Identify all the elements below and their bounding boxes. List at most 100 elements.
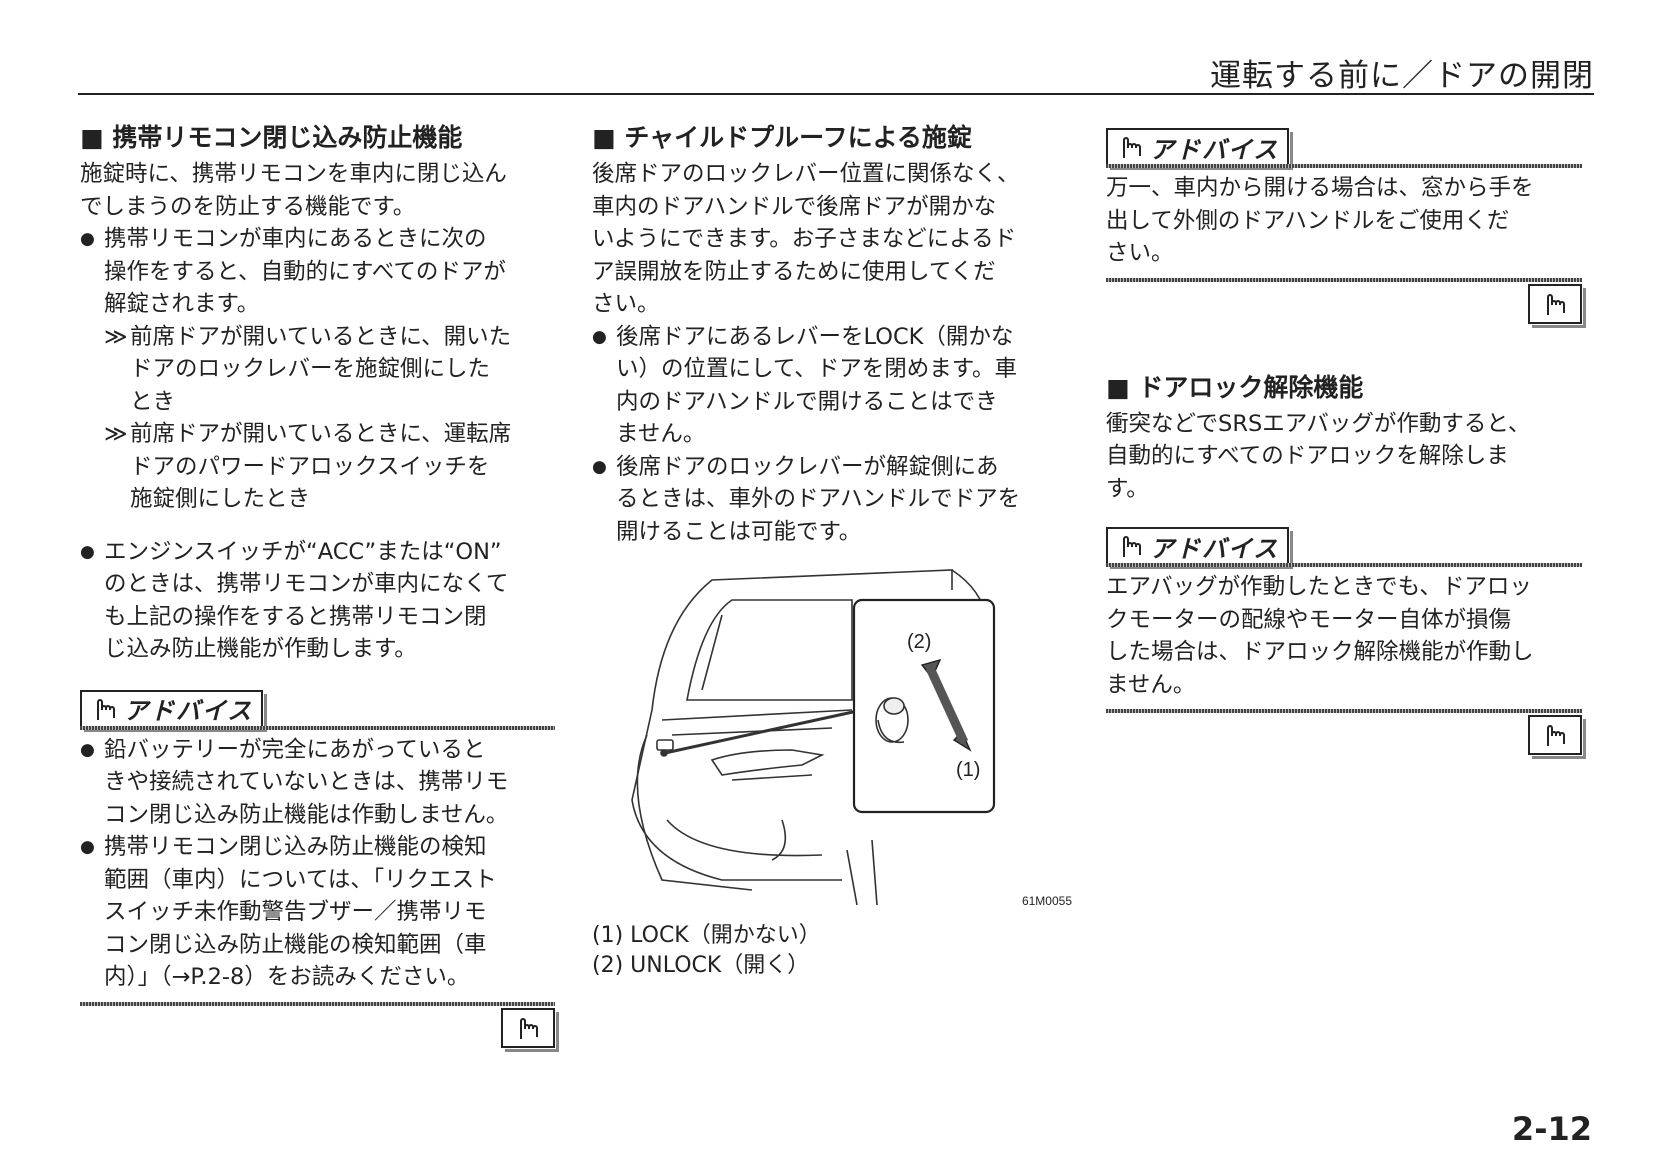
text-line: も上記の操作をすると携帯リモコン閉 [104,603,487,630]
sub-item: ≫ 前席ドアが開いているときに、開いた ドアのロックレバーを施錠側にした とき [80,321,555,419]
column-3: アドバイス 万一、車内から開ける場合は、窓から手を 出して外側のドアハンドルをご… [1106,128,1586,759]
text-line: 操作をすると、自動的にすべてのドアが [104,258,506,285]
text-line: 鉛バッテリーが完全にあがっていると [104,736,486,763]
text-line: 出して外側のドアハンドルをご使用くだ [1106,207,1510,234]
advice-end-rule [80,1001,555,1006]
text-line: い）の位置にして、ドアを閉めます。車 [616,356,1017,382]
text-line: とき [130,388,176,415]
advice-header: アドバイス [1106,128,1582,170]
text-line: るときは、車外のドアハンドルでドアを [616,486,1021,512]
advice-label: アドバイス [1150,135,1280,164]
text-line: 前席ドアが開いているときに、運転席 [130,421,512,447]
advice-end-rule [1106,277,1582,282]
advice-end-badge [1528,283,1586,328]
text-line: スイッチ未作動警告ブザー／携帯リモ [104,899,487,925]
text-line: さい。 [1106,240,1174,266]
text-line: コン閉じ込み防止機能は作動しません。 [104,801,509,828]
advice-end [1106,709,1586,759]
section-body: 施錠時に、携帯リモコンを車内に閉じ込ん でしまうのを防止する機能です。 携帯リモ… [80,158,555,666]
text-line: のときは、携帯リモコンが車内になくて [104,571,509,597]
page-number: 2-12 [1511,1110,1592,1148]
text-line: ません。 [616,421,706,447]
text-line: 内のドアハンドルで開けることはでき [616,388,998,415]
advice-end-badge [501,1007,559,1052]
text-line: エアバッグが作動したときでも、ドアロッ [1106,574,1532,600]
column-2: ■ チャイルドプルーフによる施錠 後席ドアのロックレバー位置に関係なく、 車内の… [592,118,1072,981]
bullet-item: 後席ドアのロックレバーが解錠側にあ るときは、車外のドアハンドルでドアを 開ける… [592,451,1072,549]
text-line: 範囲（車内）については、「リクエスト [104,866,497,893]
text-line: 施錠側にしたとき [130,486,311,512]
text-line: きや接続されていないときは、携帯リモ [104,769,509,795]
advice-header: アドバイス [80,689,555,732]
caption-line: (1) LOCK（開かない） [592,923,821,948]
text-line: 携帯リモコン閉じ込み防止機能の検知 [104,834,487,860]
sub-marker: ≫ [104,323,128,350]
text-line: 開けることは可能です。 [616,518,862,545]
text-line: コン閉じ込み防止機能の検知範囲（車 [104,931,487,958]
pointing-hand-icon [97,698,115,720]
advice-badge: アドバイス [1106,128,1294,170]
text-line: ドアのパワードアロックスイッチを [130,453,490,480]
advice-rule [1106,563,1582,567]
advice-end-badge [1528,715,1586,759]
text-line: ドアのロックレバーを施錠側にした [130,356,491,382]
advice-label: アドバイス [124,697,254,725]
pointing-hand-icon [1547,293,1565,315]
advice-rule [80,725,555,730]
text-line: でしまうのを防止する機能です。 [80,193,416,220]
figure-label-2: (2) [907,631,931,653]
advice-body: エアバッグが作動したときでも、ドアロッ クモーターの配線やモーター自体が損傷 し… [1106,571,1582,701]
text-line: す。 [1106,475,1149,502]
header-rule [78,93,1594,95]
advice-end [1106,277,1586,328]
advice-header: アドバイス [1106,527,1582,569]
text-line: いようにできます。お子さまなどによるド [592,226,1017,252]
door-lock-figure: (2) (1) 61M0055 [592,560,1072,915]
text-line: 前席ドアが開いているときに、開いた [130,323,512,350]
pointing-hand-icon [520,1017,538,1039]
text-line: 後席ドアのロックレバー位置に関係なく、 [592,161,1020,187]
advice-label: アドバイス [1150,534,1280,563]
section-heading-remote-lockin: ■ 携帯リモコン閉じ込み防止機能 [80,123,463,152]
bullet-item: エンジンスイッチが“ACC”または“ON” のときは、携帯リモコンが車内になくて… [80,536,555,666]
advice-badge: アドバイス [80,689,268,732]
section-heading-child-proof: ■ チャイルドプルーフによる施錠 [592,123,972,152]
caption-line: (2) UNLOCK（開く） [592,953,810,978]
advice-end-rule [1106,709,1582,713]
page-header-title: 運転する前に／ドアの開閉 [1210,58,1594,94]
text-line: 自動的にすべてのドアロックを解除しま [1106,443,1509,469]
text-line: 後席ドアにあるレバーをLOCK（開かな [616,323,1014,350]
bullet-item: 後席ドアにあるレバーをLOCK（開かな い）の位置にして、ドアを閉めます。車 内… [592,321,1072,451]
column-1: ■ 携帯リモコン閉じ込み防止機能 施錠時に、携帯リモコンを車内に閉じ込ん でしま… [80,118,559,1052]
text-line: 万一、車内から開ける場合は、窓から手を [1106,175,1534,201]
section-body: 後席ドアのロックレバー位置に関係なく、 車内のドアハンドルで後席ドアが開かな い… [592,158,1072,548]
text-line: 車内のドアハンドルで後席ドアが開かな [592,193,997,220]
pointing-hand-icon [1123,536,1141,557]
text-line: 後席ドアのロックレバーが解錠側にあ [616,453,999,480]
text-line: 衝突などでSRSエアバッグが作動すると、 [1106,410,1531,437]
pointing-hand-icon [1547,725,1565,746]
pointing-hand-icon [1123,137,1141,158]
text-line: さい。 [592,291,660,317]
figure-code: 61M0055 [1022,894,1072,908]
figure-caption: (1) LOCK（開かない） (2) UNLOCK（開く） [592,921,1072,981]
advice-body: 鉛バッテリーが完全にあがっていると きや接続されていないときは、携帯リモ コン閉… [80,734,555,994]
bullet-item: 携帯リモコンが車内にあるときに次の 操作をすると、自動的にすべてのドアが 解錠さ… [80,223,555,321]
sub-item: ≫ 前席ドアが開いているときに、運転席 ドアのパワードアロックスイッチを 施錠側… [80,418,555,516]
sub-marker: ≫ [104,421,128,447]
text-line: エンジンスイッチが“ACC”または“ON” [104,538,502,565]
text-line: じ込み防止機能が作動します。 [104,636,417,662]
section-body: 衝突などでSRSエアバッグが作動すると、 自動的にすべてのドアロックを解除しま … [1106,408,1582,506]
text-line: した場合は、ドアロック解除機能が作動し [1106,639,1534,665]
section-heading-door-unlock: ■ ドアロック解除機能 [1106,372,1364,402]
bullet-item: 携帯リモコン閉じ込み防止機能の検知 範囲（車内）については、「リクエスト スイッ… [80,831,555,994]
text-line: ません。 [1106,671,1196,698]
advice-body: 万一、車内から開ける場合は、窓から手を 出して外側のドアハンドルをご使用くだ さ… [1106,172,1582,270]
text-line: 施錠時に、携帯リモコンを車内に閉じ込ん [80,161,507,187]
figure-label-1: (1) [956,759,980,781]
text-line: ア誤開放を防止するために使用してくだ [592,258,996,285]
bullet-item: 鉛バッテリーが完全にあがっていると きや接続されていないときは、携帯リモ コン閉… [80,734,555,832]
text-line: 内）」（→P.2-8）をお読みください。 [104,964,470,990]
advice-rule [1106,164,1582,168]
text-line: 携帯リモコンが車内にあるときに次の [104,226,487,252]
